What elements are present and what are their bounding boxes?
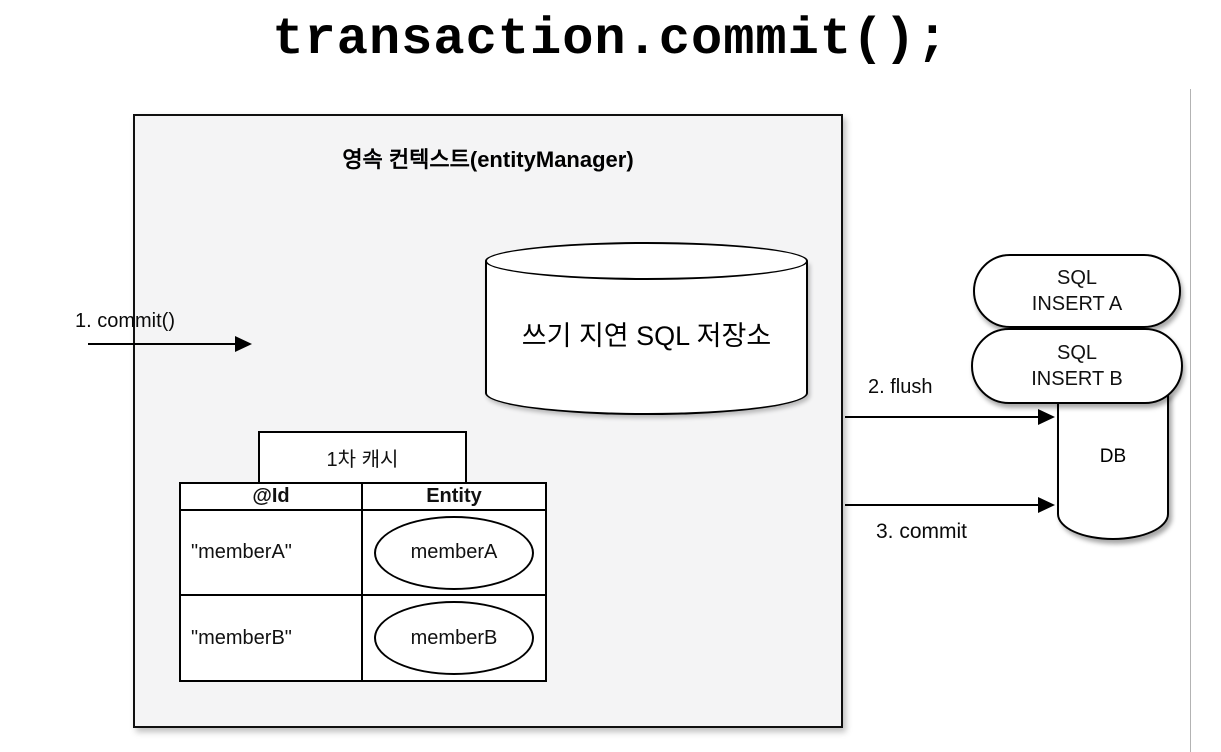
entity-ellipse-memberB: memberB (374, 601, 534, 675)
entity-ellipse-memberA-label: memberA (410, 541, 498, 563)
sql-insert-a-bubble: SQL INSERT A (973, 254, 1181, 328)
table-cell-entity-memberB: memberB (363, 596, 545, 680)
column-header-entity: Entity (363, 484, 545, 511)
sql-insert-b-line1: SQL (1056, 342, 1098, 364)
sql-insert-b-line2: INSERT B (1031, 368, 1123, 390)
commit-out-arrow (845, 497, 1055, 513)
commit-in-arrow (88, 336, 252, 352)
sql-insert-b-bubble: SQL INSERT B (971, 328, 1183, 404)
first-level-cache-label-box: 1차 캐시 (258, 431, 467, 484)
sql-insert-a-line1: SQL (1056, 267, 1098, 289)
first-level-cache-table: @Id Entity "memberA" memberA "memberB" m… (179, 482, 547, 682)
sql-insert-a-line2: INSERT A (1031, 293, 1123, 315)
table-cell-id-memberB: "memberB" (181, 596, 363, 680)
db-label: DB (1099, 446, 1127, 467)
column-header-id: @Id (181, 484, 363, 511)
first-level-cache-label: 1차 캐시 (326, 449, 399, 471)
page-title: transaction.commit(); (272, 10, 949, 69)
flush-arrow-label: 2. flush (868, 376, 933, 398)
table-cell-id-memberA: "memberA" (181, 511, 363, 596)
persistence-context-label: 영속 컨텍스트(entityManager) (342, 147, 634, 172)
flush-arrow (845, 409, 1055, 425)
table-cell-entity-memberA: memberA (363, 511, 545, 596)
entity-ellipse-memberB-label: memberB (410, 626, 498, 649)
entity-ellipse-memberA: memberA (374, 515, 534, 590)
write-behind-store-cylinder: 쓰기 지연 SQL 저장소 (485, 242, 808, 415)
page-edge-divider (1190, 89, 1191, 752)
commit-out-arrow-label: 3. commit (876, 520, 968, 543)
cylinder-top (485, 242, 808, 280)
commit-in-arrow-label: 1. commit() (75, 310, 175, 332)
cylinder-body (485, 261, 808, 415)
write-behind-store-label: 쓰기 지연 SQL 저장소 (521, 321, 772, 351)
db-cylinder: DB (1057, 392, 1169, 540)
